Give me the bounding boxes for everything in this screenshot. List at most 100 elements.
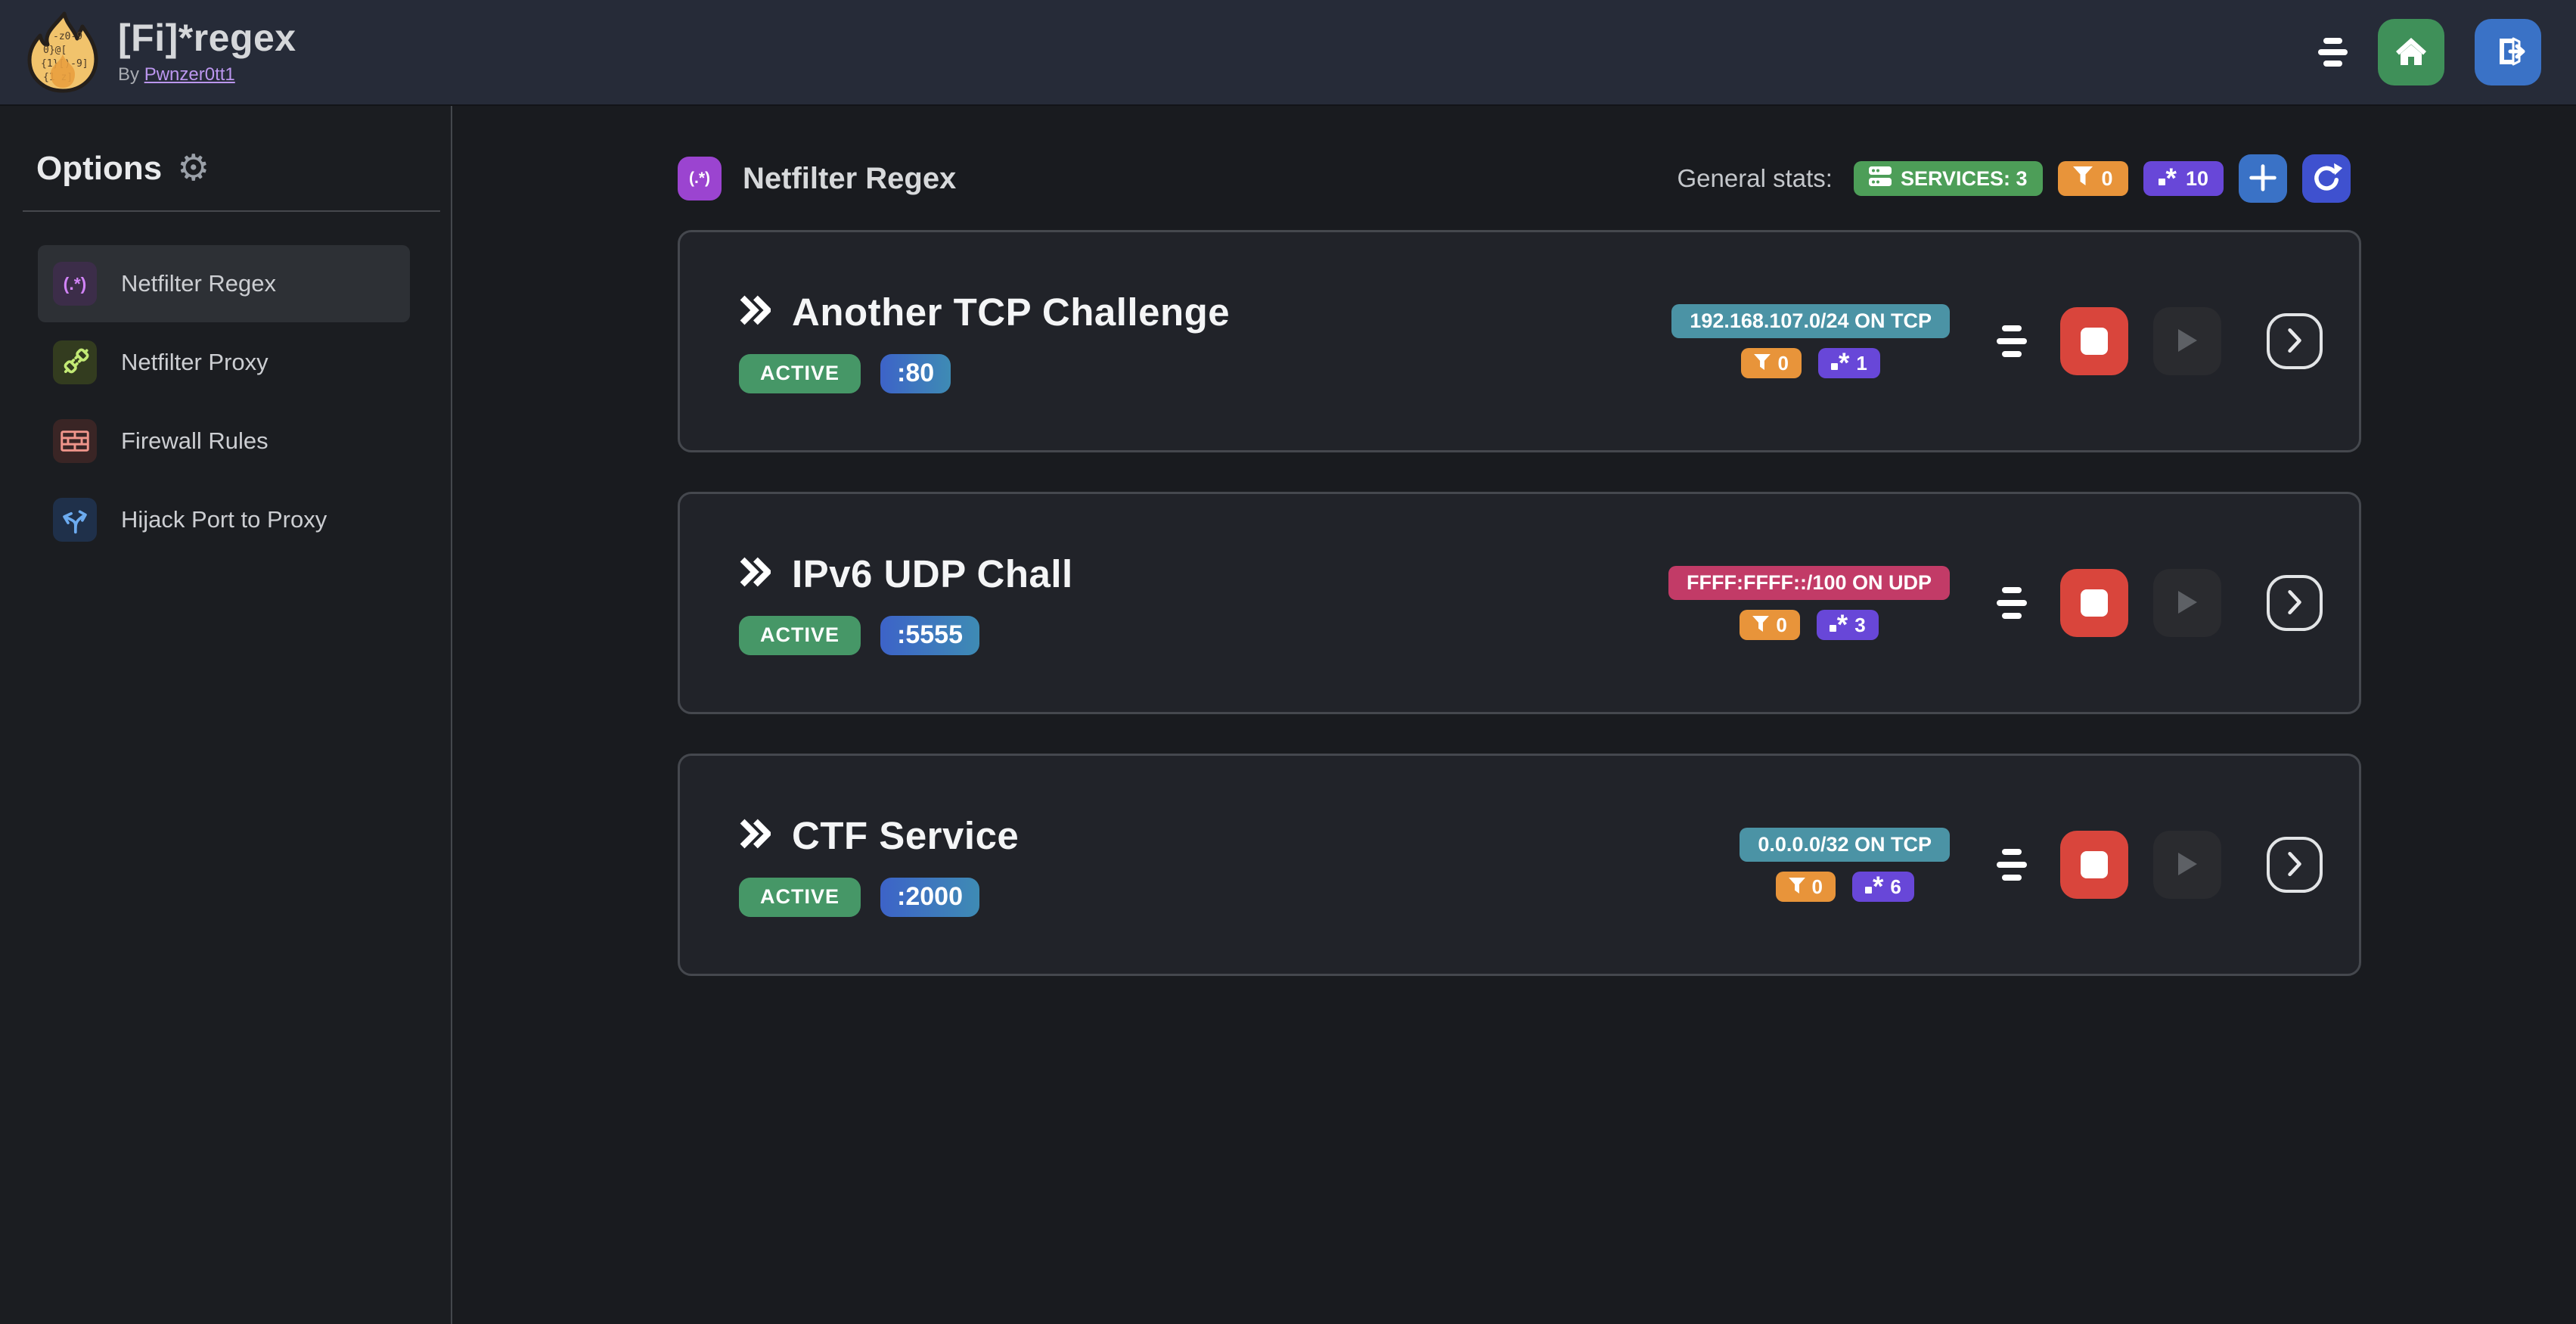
sidebar-item-netfilter-proxy[interactable]: Netfilter Proxy bbox=[38, 324, 410, 401]
service-card: IPv6 UDP Chall ACTIVE :5555 FFFF:FFFF::/… bbox=[678, 492, 2361, 714]
target-info: 192.168.107.0/24 ON TCP 0 * 1 bbox=[1671, 304, 1950, 378]
dot-star-icon: * bbox=[1830, 349, 1849, 376]
funnel-icon bbox=[2072, 166, 2093, 191]
refresh-icon bbox=[2310, 161, 2343, 197]
logout-icon bbox=[2490, 33, 2526, 72]
stop-icon bbox=[2081, 851, 2108, 878]
open-service-button[interactable] bbox=[2267, 313, 2323, 369]
service-name: Another TCP Challenge bbox=[792, 290, 1231, 334]
stop-service-button[interactable] bbox=[2060, 569, 2128, 637]
open-service-button[interactable] bbox=[2267, 575, 2323, 631]
stop-icon bbox=[2081, 328, 2108, 355]
target-info: FFFF:FFFF::/100 ON UDP 0 * 3 bbox=[1668, 566, 1950, 640]
logout-button[interactable] bbox=[2475, 19, 2541, 85]
service-list: Another TCP Challenge ACTIVE :80 192.168… bbox=[678, 230, 2576, 976]
menu-lines-icon[interactable] bbox=[2318, 38, 2348, 67]
svg-text:0}@[: 0}@[ bbox=[43, 45, 67, 56]
add-service-button[interactable] bbox=[2239, 154, 2287, 203]
status-badge: ACTIVE bbox=[739, 615, 861, 655]
brick-wall-icon bbox=[53, 419, 97, 463]
chevron-right-icon bbox=[2286, 851, 2303, 879]
regex-count-badge: * 3 bbox=[1816, 610, 1879, 640]
section-header: (.*) Netfilter Regex General stats: SERV… bbox=[678, 154, 2361, 203]
status-badge: ACTIVE bbox=[739, 353, 861, 393]
byline: By Pwnzer0tt1 bbox=[118, 64, 235, 85]
home-button[interactable] bbox=[2378, 19, 2444, 85]
open-service-button[interactable] bbox=[2267, 837, 2323, 893]
regex-count-badge: * 1 bbox=[1817, 348, 1880, 378]
port-badge: :2000 bbox=[880, 877, 979, 917]
play-icon bbox=[2176, 851, 2199, 879]
general-stats: General stats: SERVICES: 3 bbox=[1678, 154, 2351, 203]
target-info: 0.0.0.0/32 ON TCP 0 * 6 bbox=[1740, 828, 1950, 902]
double-chevron-icon bbox=[739, 293, 773, 331]
target-address-badge: FFFF:FFFF::/100 ON UDP bbox=[1668, 566, 1950, 600]
dot-star-icon: * bbox=[1864, 872, 1883, 900]
flame-regex-logo-icon: -z0-9 0}@[ {1}[)-9] {1 z] bbox=[23, 11, 101, 94]
refresh-button[interactable] bbox=[2302, 154, 2351, 203]
page-title: [Fi]*regex bbox=[118, 17, 296, 59]
play-icon bbox=[2176, 589, 2199, 617]
start-service-button[interactable] bbox=[2153, 307, 2221, 375]
stats-label: General stats: bbox=[1677, 164, 1833, 192]
regex-count-badge: * 10 bbox=[2143, 161, 2224, 196]
main-content: (.*) Netfilter Regex General stats: SERV… bbox=[454, 106, 2576, 1324]
regex-icon: (.*) bbox=[53, 262, 97, 306]
server-stack-icon bbox=[1868, 166, 1892, 191]
stop-service-button[interactable] bbox=[2060, 307, 2128, 375]
service-card: CTF Service ACTIVE :2000 0.0.0.0/32 ON T… bbox=[678, 754, 2361, 976]
app-header: -z0-9 0}@[ {1}[)-9] {1 z] [Fi]*regex By … bbox=[0, 0, 2576, 106]
plug-icon bbox=[53, 340, 97, 384]
sidebar-item-hijack-port[interactable]: Hijack Port to Proxy bbox=[38, 481, 410, 558]
double-chevron-icon bbox=[739, 555, 773, 593]
funnel-icon bbox=[1788, 875, 1805, 899]
chevron-right-icon bbox=[2286, 328, 2303, 356]
port-badge: :80 bbox=[880, 353, 951, 393]
status-badge: ACTIVE bbox=[739, 877, 861, 917]
service-card: Another TCP Challenge ACTIVE :80 192.168… bbox=[678, 230, 2361, 452]
sidebar-divider bbox=[23, 210, 440, 212]
sidebar-nav: (.*) Netfilter Regex Netfilter Proxy bbox=[0, 245, 451, 558]
dot-star-icon: * bbox=[1829, 611, 1848, 638]
sidebar-item-label: Hijack Port to Proxy bbox=[121, 506, 327, 533]
fork-arrows-icon bbox=[53, 498, 97, 542]
double-chevron-icon bbox=[739, 816, 773, 855]
sidebar-item-label: Netfilter Regex bbox=[121, 270, 277, 297]
funnel-icon bbox=[1752, 614, 1770, 637]
target-address-badge: 192.168.107.0/24 ON TCP bbox=[1671, 304, 1950, 338]
sidebar-item-label: Netfilter Proxy bbox=[121, 349, 268, 375]
regex-count-badge: * 6 bbox=[1851, 872, 1914, 902]
service-name: CTF Service bbox=[792, 813, 1020, 857]
plus-icon bbox=[2245, 160, 2280, 197]
stop-icon bbox=[2081, 589, 2108, 617]
details-lines-icon[interactable] bbox=[1997, 587, 2027, 619]
gear-icon: ⚙ bbox=[177, 148, 210, 188]
stop-service-button[interactable] bbox=[2060, 831, 2128, 899]
port-badge: :5555 bbox=[880, 615, 979, 655]
filters-count-badge: 0 bbox=[1741, 348, 1802, 378]
service-name: IPv6 UDP Chall bbox=[792, 552, 1073, 595]
start-service-button[interactable] bbox=[2153, 569, 2221, 637]
start-service-button[interactable] bbox=[2153, 831, 2221, 899]
funnel-icon bbox=[1754, 352, 1771, 375]
services-count-badge: SERVICES: 3 bbox=[1853, 161, 2043, 196]
regex-section-icon: (.*) bbox=[678, 157, 722, 200]
sidebar-item-firewall-rules[interactable]: Firewall Rules bbox=[38, 402, 410, 480]
sidebar: Options ⚙ (.*) Netfilter Regex bbox=[0, 106, 452, 1324]
author-link[interactable]: Pwnzer0tt1 bbox=[144, 64, 235, 85]
dot-star-icon: * bbox=[2158, 164, 2177, 191]
filters-count-badge: 0 bbox=[2057, 161, 2128, 196]
sidebar-heading: Options ⚙ bbox=[36, 148, 210, 188]
target-address-badge: 0.0.0.0/32 ON TCP bbox=[1740, 828, 1950, 862]
details-lines-icon[interactable] bbox=[1997, 325, 2027, 357]
details-lines-icon[interactable] bbox=[1997, 849, 2027, 881]
play-icon bbox=[2176, 328, 2199, 356]
filters-count-badge: 0 bbox=[1740, 610, 1800, 640]
home-icon bbox=[2393, 33, 2429, 72]
svg-text:-z0-9: -z0-9 bbox=[53, 31, 82, 42]
sidebar-item-netfilter-regex[interactable]: (.*) Netfilter Regex bbox=[38, 245, 410, 322]
sidebar-item-label: Firewall Rules bbox=[121, 427, 268, 454]
section-title: Netfilter Regex bbox=[743, 161, 957, 195]
filters-count-badge: 0 bbox=[1775, 872, 1836, 902]
chevron-right-icon bbox=[2286, 589, 2303, 617]
